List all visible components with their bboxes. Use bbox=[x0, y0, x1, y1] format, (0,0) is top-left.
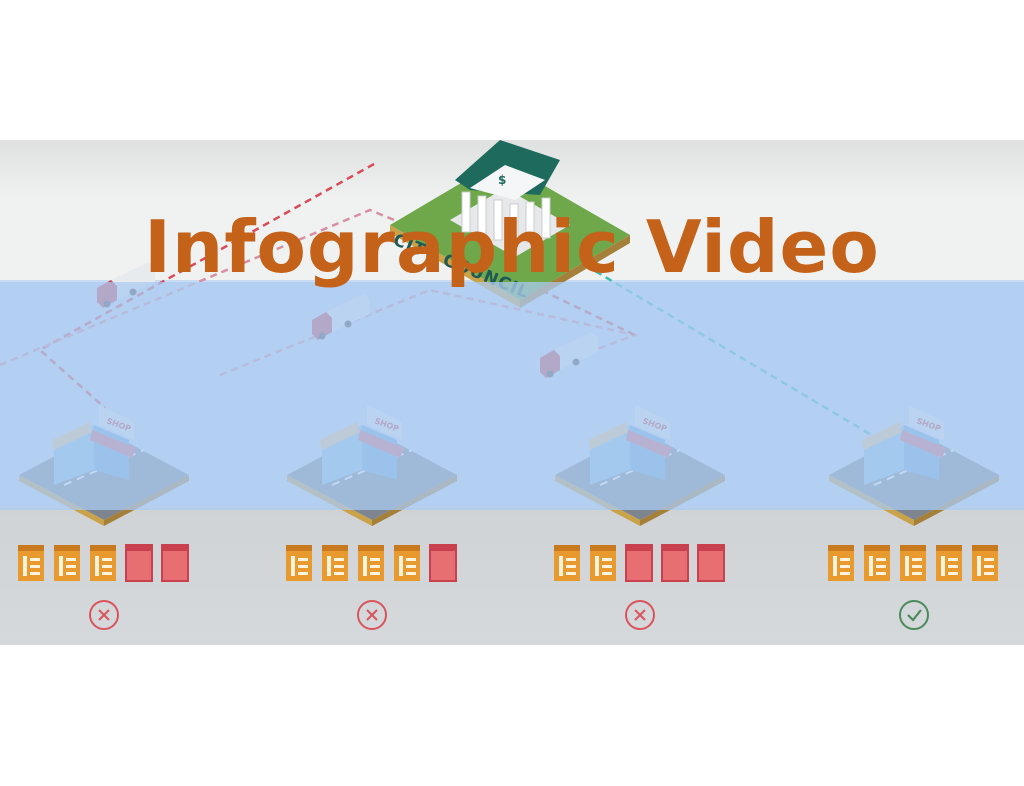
stock-crate-filled bbox=[394, 545, 420, 581]
stock-crate-filled bbox=[322, 545, 348, 581]
stock-crate-filled bbox=[936, 545, 962, 581]
stock-box-empty bbox=[661, 544, 689, 582]
stock-crate-filled bbox=[590, 545, 616, 581]
cross-circle-icon bbox=[89, 600, 119, 630]
stock-row bbox=[18, 544, 189, 582]
cross-circle-icon bbox=[357, 600, 387, 630]
stock-box-empty bbox=[429, 544, 457, 582]
stock-row bbox=[828, 545, 998, 581]
infographic-scene: $ CITY COUNCIL SHOPSHOPSHOPSHOP bbox=[0, 140, 1024, 645]
council-sign-symbol: $ bbox=[498, 173, 506, 187]
stock-crate-filled bbox=[54, 545, 80, 581]
stock-box-empty bbox=[625, 544, 653, 582]
stock-crate-filled bbox=[900, 545, 926, 581]
stock-crate-filled bbox=[18, 545, 44, 581]
stock-crate-filled bbox=[286, 545, 312, 581]
stock-crate-filled bbox=[554, 545, 580, 581]
stock-box-empty bbox=[125, 544, 153, 582]
stock-crate-filled bbox=[828, 545, 854, 581]
stock-crate-filled bbox=[90, 545, 116, 581]
stock-crate-filled bbox=[864, 545, 890, 581]
cross-circle-icon bbox=[625, 600, 655, 630]
stock-crate-filled bbox=[972, 545, 998, 581]
stock-box-empty bbox=[161, 544, 189, 582]
stock-row bbox=[286, 544, 457, 582]
stock-row bbox=[554, 544, 725, 582]
stock-box-empty bbox=[697, 544, 725, 582]
title-band bbox=[0, 282, 1024, 510]
page-title: Infographic Video bbox=[144, 205, 880, 289]
check-circle-icon bbox=[899, 600, 929, 630]
stock-crate-filled bbox=[358, 545, 384, 581]
